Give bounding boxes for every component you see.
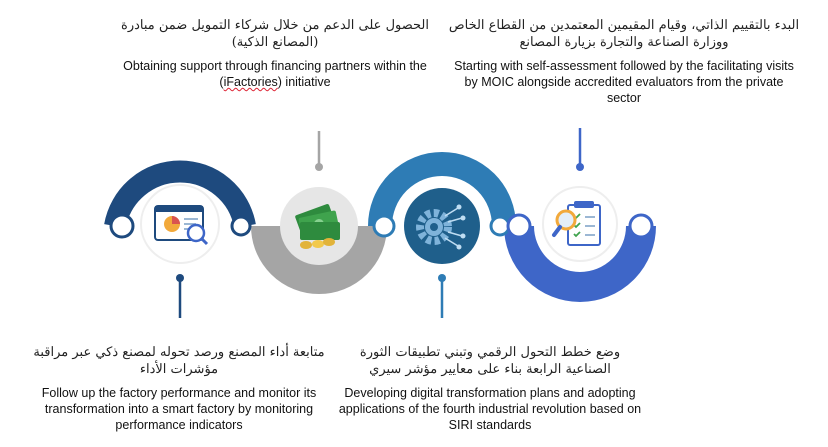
step-2-text: وضع خطط التحول الرقمي وتبني تطبيقات الثو… bbox=[338, 344, 642, 433]
step-3-english-pre: Obtaining support through financing part… bbox=[123, 59, 427, 89]
ring-arc-step-3 bbox=[251, 225, 387, 294]
money-coins-icon bbox=[295, 204, 340, 249]
connector-lines bbox=[176, 128, 584, 318]
checklist-magnifier-icon bbox=[552, 201, 601, 246]
step-3-english-highlight: iFactories bbox=[223, 75, 278, 89]
dashboard-analytics-icon bbox=[154, 205, 209, 246]
step-1-text: البدء بالتقييم الذاتي، وقيام المقيمين ال… bbox=[448, 17, 800, 106]
ring-arc-step-2 bbox=[368, 152, 516, 227]
step-3-arabic-line-1: الحصول على الدعم من خلال شركاء التمويل ض… bbox=[121, 18, 429, 33]
step-3-english-post: ) initiative bbox=[277, 75, 331, 89]
ring-end-caps bbox=[109, 213, 654, 239]
ring-arc-step-1 bbox=[504, 225, 656, 302]
step-4-text: متابعة أداء المصنع ورصد تحوله لمصنع ذكي … bbox=[28, 344, 330, 433]
step-4-english: Follow up the factory performance and mo… bbox=[41, 386, 317, 432]
step-2-english: Developing digital transformation plans … bbox=[338, 386, 642, 432]
ring-arc-step-4 bbox=[104, 160, 256, 229]
step-3-text: الحصول على الدعم من خلال شركاء التمويل ض… bbox=[118, 17, 432, 90]
step-1-english: Starting with self-assessment followed b… bbox=[454, 59, 794, 105]
step-1-arabic: البدء بالتقييم الذاتي، وقيام المقيمين ال… bbox=[448, 18, 800, 50]
step-4-arabic: متابعة أداء المصنع ورصد تحوله لمصنع ذكي … bbox=[33, 345, 325, 377]
step-3-english: Obtaining support through financing part… bbox=[118, 58, 432, 90]
step-3-arabic-line-2: (المصانع الذكية) bbox=[231, 35, 319, 50]
digital-gear-icon bbox=[416, 204, 466, 250]
step-2-arabic: وضع خطط التحول الرقمي وتبني تطبيقات الثو… bbox=[359, 345, 621, 377]
